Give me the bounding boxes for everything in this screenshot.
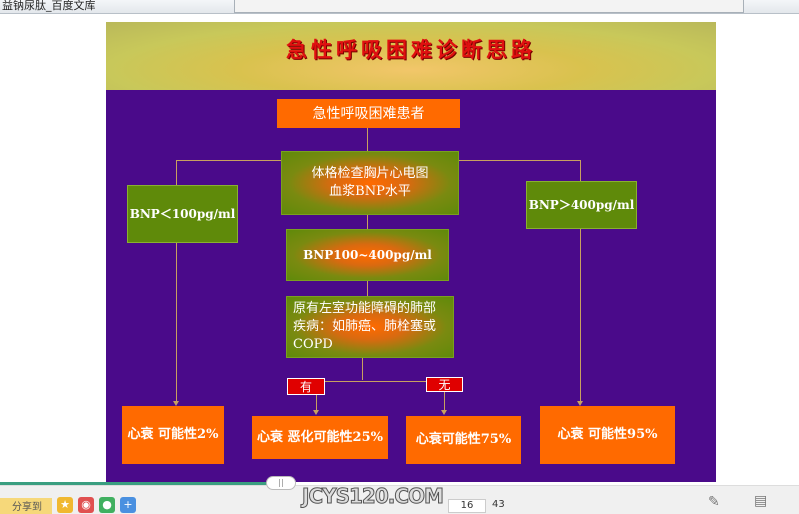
share-label: 分享到 — [0, 498, 52, 514]
wechat-share-icon[interactable]: ● — [99, 497, 115, 513]
bnp-mid-box: BNP100~400pg/ml — [286, 229, 449, 281]
no-label: 无 — [426, 377, 463, 392]
connector — [362, 358, 363, 380]
weibo-share-icon[interactable]: ◉ — [78, 497, 94, 513]
yes-label: 有 — [287, 378, 325, 395]
outcome-low-box: 心衰 可能性2% — [122, 406, 224, 464]
arrow-icon — [577, 401, 583, 406]
reading-progress-bar — [0, 482, 270, 485]
arrow-icon — [313, 410, 319, 415]
connector — [367, 281, 368, 296]
history-box: 原有左室功能障碍的肺部疾病：如肺癌、肺栓塞或COPD — [286, 296, 454, 358]
address-bar[interactable] — [234, 0, 744, 13]
slide-title: 急性呼吸困难诊断思路 — [286, 37, 536, 62]
outcome-yes-box: 心衰 恶化可能性25% — [252, 416, 388, 459]
tab-title[interactable]: 益钠尿肽_百度文库 — [2, 0, 96, 12]
slide-header-image — [106, 22, 716, 90]
connector — [176, 243, 177, 403]
bnp-high-box: BNP＞400pg/ml — [526, 181, 637, 229]
browser-toolbar: 益钠尿肽_百度文库 — [0, 0, 799, 14]
exam-box: 体格检查胸片心电图 血浆BNP水平 — [281, 151, 459, 215]
progress-handle[interactable]: || — [266, 476, 296, 490]
connector — [367, 128, 368, 151]
arrow-icon — [441, 410, 447, 415]
connector — [580, 160, 581, 181]
page-number-input[interactable]: 16 — [448, 499, 486, 513]
start-box: 急性呼吸困难患者 — [277, 99, 460, 128]
pencil-icon[interactable]: ✎ — [708, 494, 720, 510]
connector — [176, 160, 177, 185]
more-share-icon[interactable]: + — [120, 497, 136, 513]
exam-line-1: 体格检查胸片心电图 — [311, 166, 429, 181]
connector — [444, 392, 445, 412]
connector — [580, 229, 581, 403]
connector — [367, 215, 368, 229]
watermark: JCYS120.COM — [302, 484, 445, 509]
connector — [316, 381, 444, 382]
arrow-icon — [173, 401, 179, 406]
connector — [316, 395, 317, 412]
bnp-low-box: BNP＜100pg/ml — [127, 185, 238, 243]
document-icon[interactable]: ▤ — [754, 493, 768, 509]
qzone-share-icon[interactable]: ★ — [57, 497, 73, 513]
outcome-high-box: 心衰 可能性95% — [540, 406, 675, 464]
outcome-no-box: 心衰可能性75% — [406, 416, 521, 464]
page-total: 43 — [492, 499, 505, 510]
exam-line-2: 血浆BNP水平 — [329, 184, 411, 199]
